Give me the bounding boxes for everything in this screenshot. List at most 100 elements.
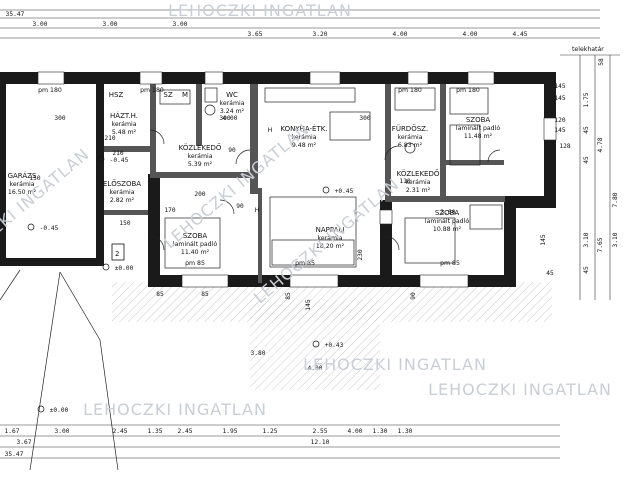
fixture-label: pm 85: [440, 260, 460, 267]
dimension-text: 145: [540, 234, 547, 245]
dimension-text: 1.67: [5, 428, 20, 435]
dimension-text: 35.47: [5, 451, 24, 458]
room-name: GARÁZS: [8, 171, 37, 180]
room-area: 3.24 m²: [220, 108, 245, 115]
level-value: ±0.00: [115, 265, 134, 272]
fixture-label: pm 180: [38, 87, 62, 94]
room-name: KÖZLEKEDŐ: [179, 143, 222, 152]
room-name: M: [182, 91, 188, 99]
room-floor: kerámia: [405, 178, 430, 186]
dimension-text: 7.65: [597, 237, 604, 252]
watermark-text: LEHOCZKI INGATLAN: [160, 119, 313, 252]
dimension-text: 3.65: [248, 31, 263, 38]
dimension-text: 200: [194, 191, 205, 198]
room-name: HÁZT.H.: [110, 111, 138, 120]
room-floor: kerámia: [111, 120, 136, 128]
room-name: ELŐSZOBA: [103, 179, 141, 188]
dimension-text: 128: [559, 143, 570, 150]
room-name: HSZ: [109, 91, 124, 99]
door-swings: [149, 129, 501, 251]
windows: [37, 71, 557, 288]
dimension-text: 300: [359, 115, 370, 122]
dimension-text: 145: [554, 127, 565, 134]
dimension-text: 150: [29, 175, 40, 182]
fixture-label: pm 180: [398, 87, 422, 94]
dimension-text: 45: [583, 126, 590, 134]
room-floor: kerámia: [187, 152, 212, 160]
stair-number: 2: [115, 250, 119, 258]
dimension-text: 2.55: [313, 428, 328, 435]
dimension-text: 1.75: [583, 92, 590, 107]
bottom-dimension-lines: [0, 424, 560, 459]
dimension-text: 90: [228, 147, 236, 154]
fixture-label: pm 180: [140, 87, 164, 94]
dimension-text: 3.00: [33, 21, 48, 28]
dimension-text: 45: [583, 156, 590, 164]
fixture-label: H: [255, 207, 260, 214]
dimension-text: 4.45: [513, 31, 528, 38]
dimension-text: 3.60: [441, 209, 456, 216]
dimension-text: 230: [357, 249, 364, 260]
interior-walls: [104, 84, 505, 283]
room-area: 10.88 m²: [433, 226, 462, 233]
dimension-text: 3.00: [173, 21, 188, 28]
fixture-label: H: [268, 127, 273, 134]
level-symbol: [312, 340, 320, 348]
room-name: WC: [226, 91, 238, 99]
level-symbol: [27, 223, 35, 231]
room-floor: kerámia: [291, 133, 316, 141]
room-name: SZOBA: [466, 116, 491, 124]
room-name: SZOBA: [183, 232, 208, 240]
watermark-text: LEHOCZKI INGATLAN: [303, 355, 487, 374]
room-floor: kerámia: [397, 133, 422, 141]
dimension-text: 2.45: [178, 428, 193, 435]
dimension-text: 7.80: [612, 192, 619, 207]
room-floor: laminált padló: [173, 240, 217, 248]
level-value: +0.45: [335, 188, 354, 195]
right-dimension-lines: [560, 54, 620, 300]
level-value: -0.45: [40, 225, 59, 232]
room-area: 16.50 m²: [8, 189, 37, 196]
watermark-text: LEHOCZKI INGATLAN: [428, 380, 612, 399]
property-line-label: telekhatár: [572, 45, 604, 53]
dimension-text: 1.30: [398, 428, 413, 435]
room-area: 6.83 m²: [398, 142, 423, 149]
room-floor: laminált padló: [456, 124, 500, 132]
room-area: 2.31 m²: [406, 187, 431, 194]
room-area: 18.20 m²: [316, 243, 345, 250]
dimension-text: 1.30: [373, 428, 388, 435]
dimension-text: 4.00: [393, 31, 408, 38]
room-floor: kerámia: [219, 99, 244, 107]
dimension-texts: 3.00 3.00 3.00 3.65 3.20 4.00 4.00 4.45 35.47 1.6…: [5, 11, 619, 458]
dimension-text: 85: [201, 291, 209, 298]
watermark-text: LEHOCZKI INGATLAN: [83, 400, 267, 419]
dimension-text: 110: [399, 178, 410, 185]
dimension-text: 170: [164, 207, 175, 214]
level-symbol: [97, 155, 105, 163]
room-name: KONYHA-ÉTK.: [280, 124, 327, 133]
driveway-lines: [0, 269, 119, 471]
room-name: FÜRDŐSZ.: [392, 124, 428, 133]
dimension-text: 3.80: [251, 350, 266, 357]
dimension-text: 4.00: [348, 428, 363, 435]
dimension-text: 3.10: [612, 232, 619, 247]
room-area: 5.39 m²: [188, 161, 213, 168]
dimension-text: 3.00: [55, 428, 70, 435]
dimension-text: 3.20: [313, 31, 328, 38]
dimension-text: 210: [104, 135, 115, 142]
room-floor: kerámia: [9, 180, 34, 188]
room-floor: kerámia: [109, 188, 134, 196]
furniture: [159, 87, 503, 269]
room-area: 11.48 m²: [464, 133, 493, 140]
room-floor: kerámia: [317, 234, 342, 242]
level-value: -0.45: [110, 157, 129, 164]
dimension-text: 3.10: [583, 232, 590, 247]
room-area: 5.48 m²: [112, 129, 137, 136]
level-value: +0.43: [325, 342, 344, 349]
dimension-text: 35.47: [6, 11, 25, 18]
fixture-label: pm 85: [295, 260, 315, 267]
dimension-text: 210: [112, 150, 123, 157]
fixture-label: pm 85: [185, 260, 205, 267]
